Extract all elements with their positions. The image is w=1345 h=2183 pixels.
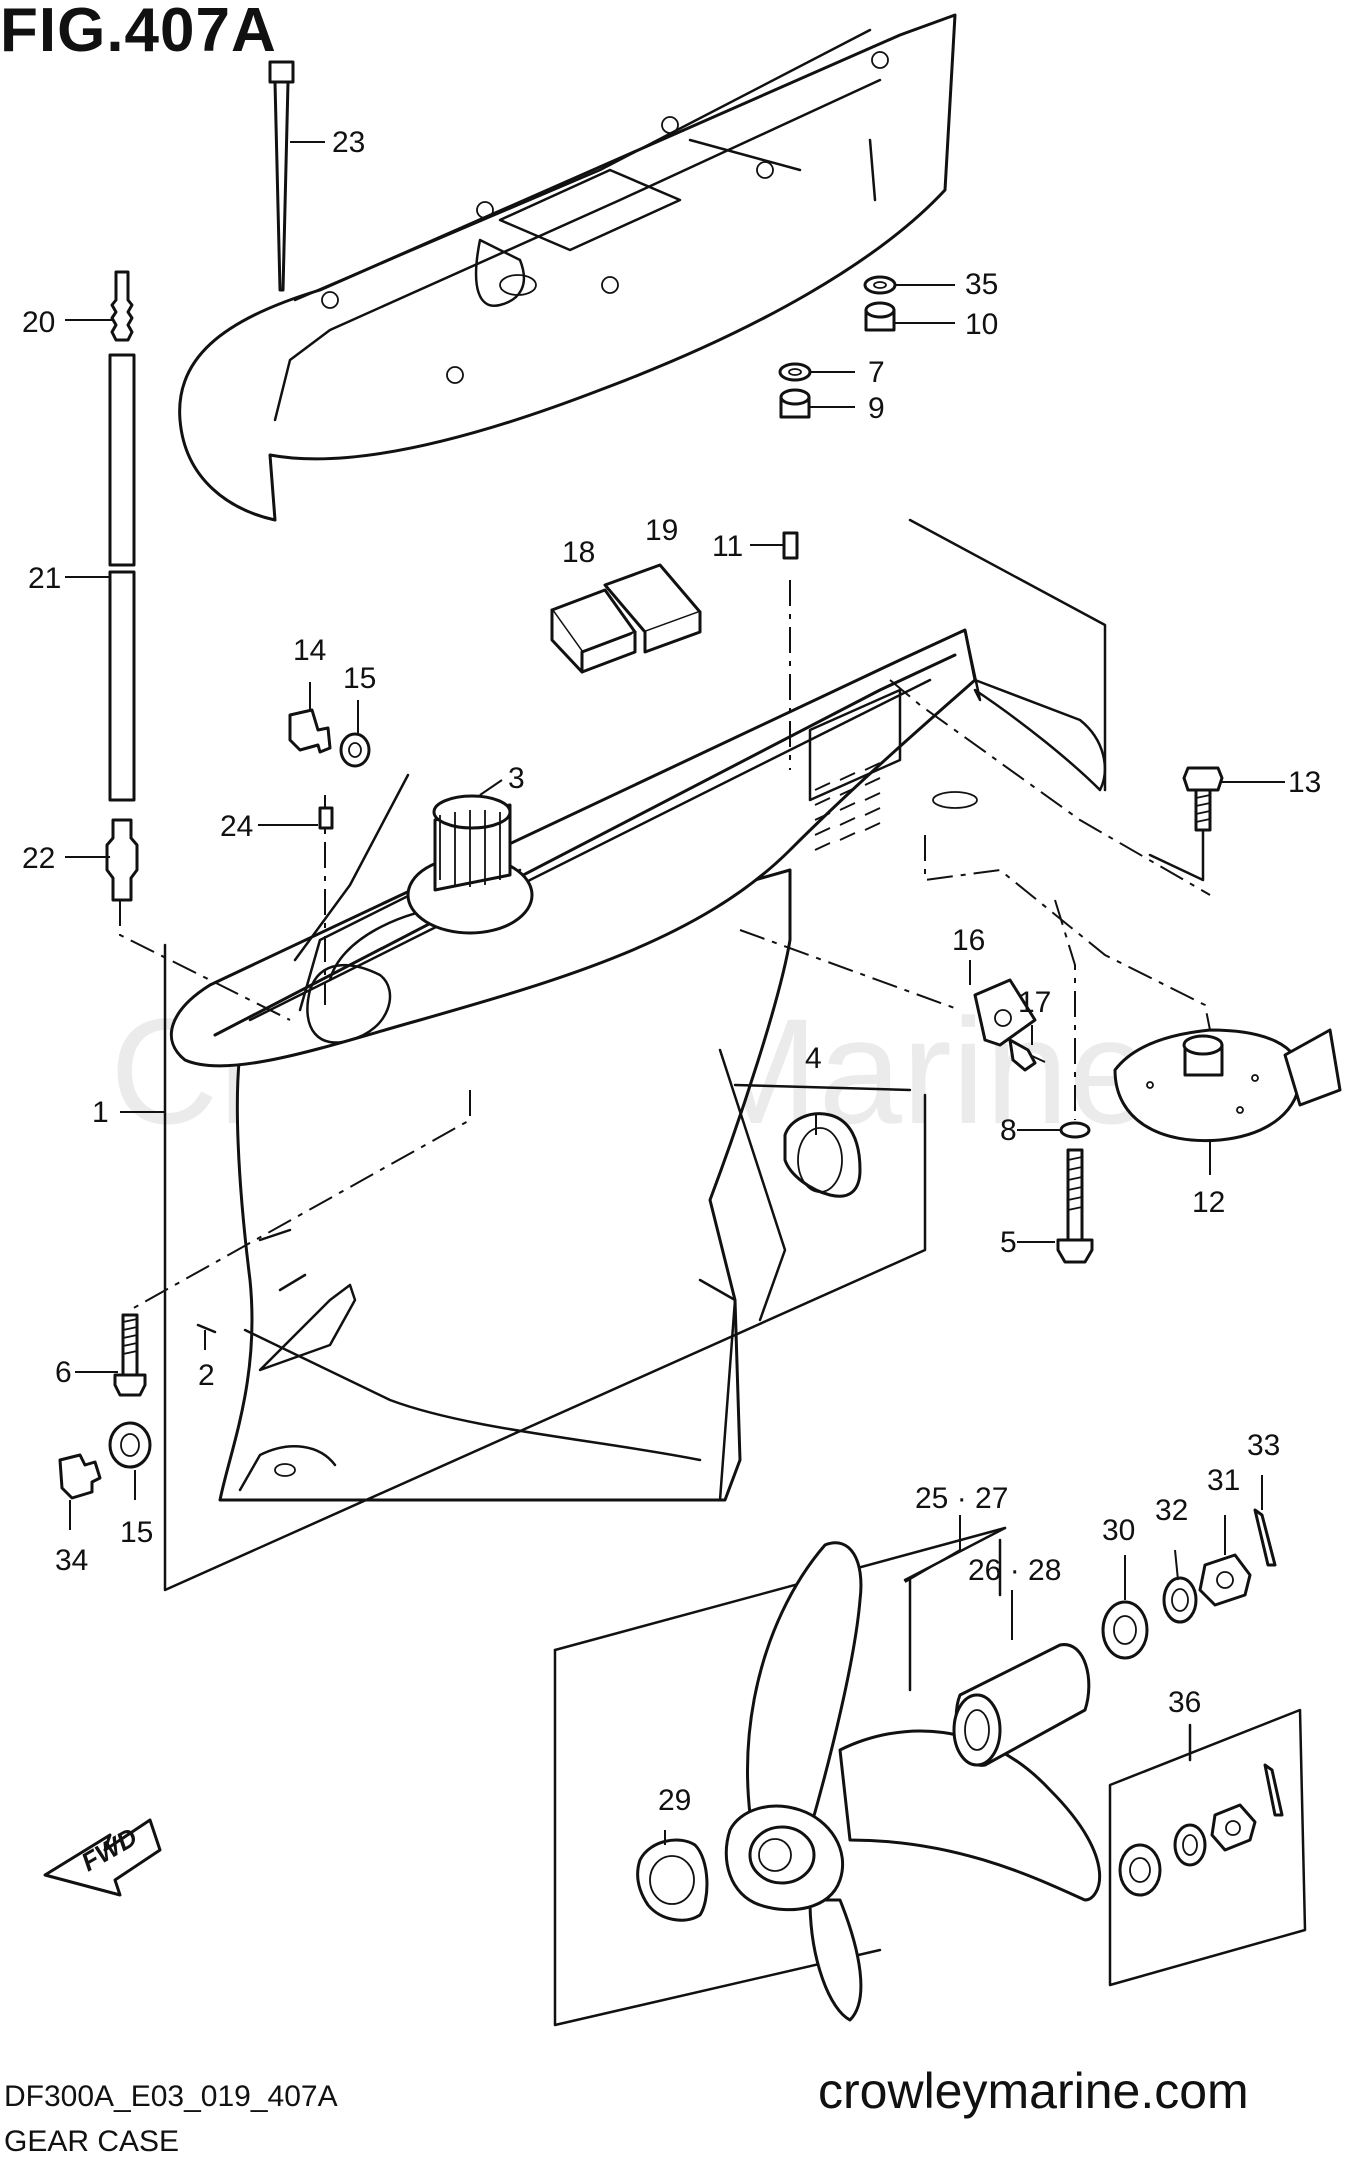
washers-nuts bbox=[778, 275, 897, 419]
callout-16: 16 bbox=[952, 924, 985, 957]
propeller-bracket-top bbox=[553, 1526, 1007, 1652]
callout-25-27: 25 · 27 bbox=[915, 1482, 1008, 1515]
callout-31: 31 bbox=[1207, 1464, 1240, 1497]
callout-29: 29 bbox=[658, 1784, 691, 1817]
figure-caption: GEAR CASE bbox=[4, 2125, 180, 2158]
callout-14: 14 bbox=[293, 634, 326, 667]
callout-7: 7 bbox=[868, 356, 885, 389]
callout-3: 3 bbox=[508, 762, 525, 795]
callout-11: 11 bbox=[712, 530, 743, 563]
bolt-lower bbox=[113, 1313, 217, 1397]
plug-and-gasket bbox=[288, 708, 410, 962]
trim-tab bbox=[1113, 1028, 1342, 1143]
callout-26-28: 26 · 28 bbox=[968, 1554, 1061, 1587]
propeller-bracket-left bbox=[553, 1648, 882, 2027]
callout-5: 5 bbox=[1000, 1226, 1017, 1259]
callout-2: 2 bbox=[198, 1359, 215, 1392]
water-tube bbox=[105, 270, 139, 902]
upper-cover bbox=[178, 13, 957, 522]
assembly-bracket-top bbox=[733, 1083, 912, 1092]
pin bbox=[782, 531, 799, 560]
callout-33: 33 bbox=[1247, 1429, 1280, 1462]
figure-title: FIG.407A bbox=[0, 0, 277, 65]
callout-22: 22 bbox=[22, 842, 55, 875]
callout-12: 12 bbox=[1192, 1186, 1225, 1219]
reference-lines bbox=[119, 580, 1211, 1311]
oil-seal bbox=[783, 1112, 862, 1198]
callout-1: 1 bbox=[92, 1096, 109, 1129]
assembly-bracket-left bbox=[163, 943, 927, 1592]
website-label: crowleymarine.com bbox=[818, 2063, 1249, 2119]
fwd-arrow-icon bbox=[43, 1818, 162, 1897]
figure-code: DF300A_E03_019_407A bbox=[4, 2080, 338, 2113]
dowel-pin bbox=[318, 806, 334, 830]
callout-18: 18 bbox=[562, 536, 595, 569]
prop-hardware bbox=[1101, 1508, 1277, 1660]
bolt-and-washer bbox=[1056, 1121, 1094, 1264]
leader-lines bbox=[65, 141, 1285, 1845]
assembly-bracket-right bbox=[908, 518, 1107, 792]
callout-20: 20 bbox=[22, 306, 55, 339]
callout-6: 6 bbox=[55, 1356, 72, 1389]
propeller bbox=[724, 1541, 1102, 2022]
callout-32: 32 bbox=[1155, 1494, 1188, 1527]
callout-36: 36 bbox=[1168, 1686, 1201, 1719]
bushing bbox=[952, 1643, 1091, 1767]
callout-19: 19 bbox=[645, 514, 678, 547]
drain-plug bbox=[58, 1421, 152, 1500]
callout-15-lower: 15 bbox=[120, 1516, 153, 1549]
anode-block bbox=[973, 978, 1046, 1072]
bolt bbox=[1148, 766, 1224, 882]
callout-9: 9 bbox=[868, 392, 885, 425]
prop-kit-box bbox=[1108, 1708, 1307, 1987]
callout-30: 30 bbox=[1102, 1514, 1135, 1547]
callout-17: 17 bbox=[1018, 986, 1051, 1019]
callout-8: 8 bbox=[1000, 1114, 1017, 1147]
callout-4: 4 bbox=[805, 1042, 822, 1075]
callout-15-upper: 15 bbox=[343, 662, 376, 695]
callout-21: 21 bbox=[28, 562, 61, 595]
callout-labels: 1 2 3 4 5 6 7 8 9 10 11 12 13 14 15 15 1… bbox=[22, 126, 1321, 1817]
cable-tie bbox=[268, 60, 295, 292]
callout-23: 23 bbox=[332, 126, 365, 159]
gear-case-body bbox=[169, 628, 1107, 1502]
callout-10: 10 bbox=[965, 308, 998, 341]
callout-13: 13 bbox=[1288, 766, 1321, 799]
plate-set bbox=[550, 563, 702, 674]
callout-35: 35 bbox=[965, 268, 998, 301]
callout-24: 24 bbox=[220, 810, 253, 843]
callout-34: 34 bbox=[55, 1544, 88, 1577]
thrust-washer bbox=[636, 1838, 709, 1922]
